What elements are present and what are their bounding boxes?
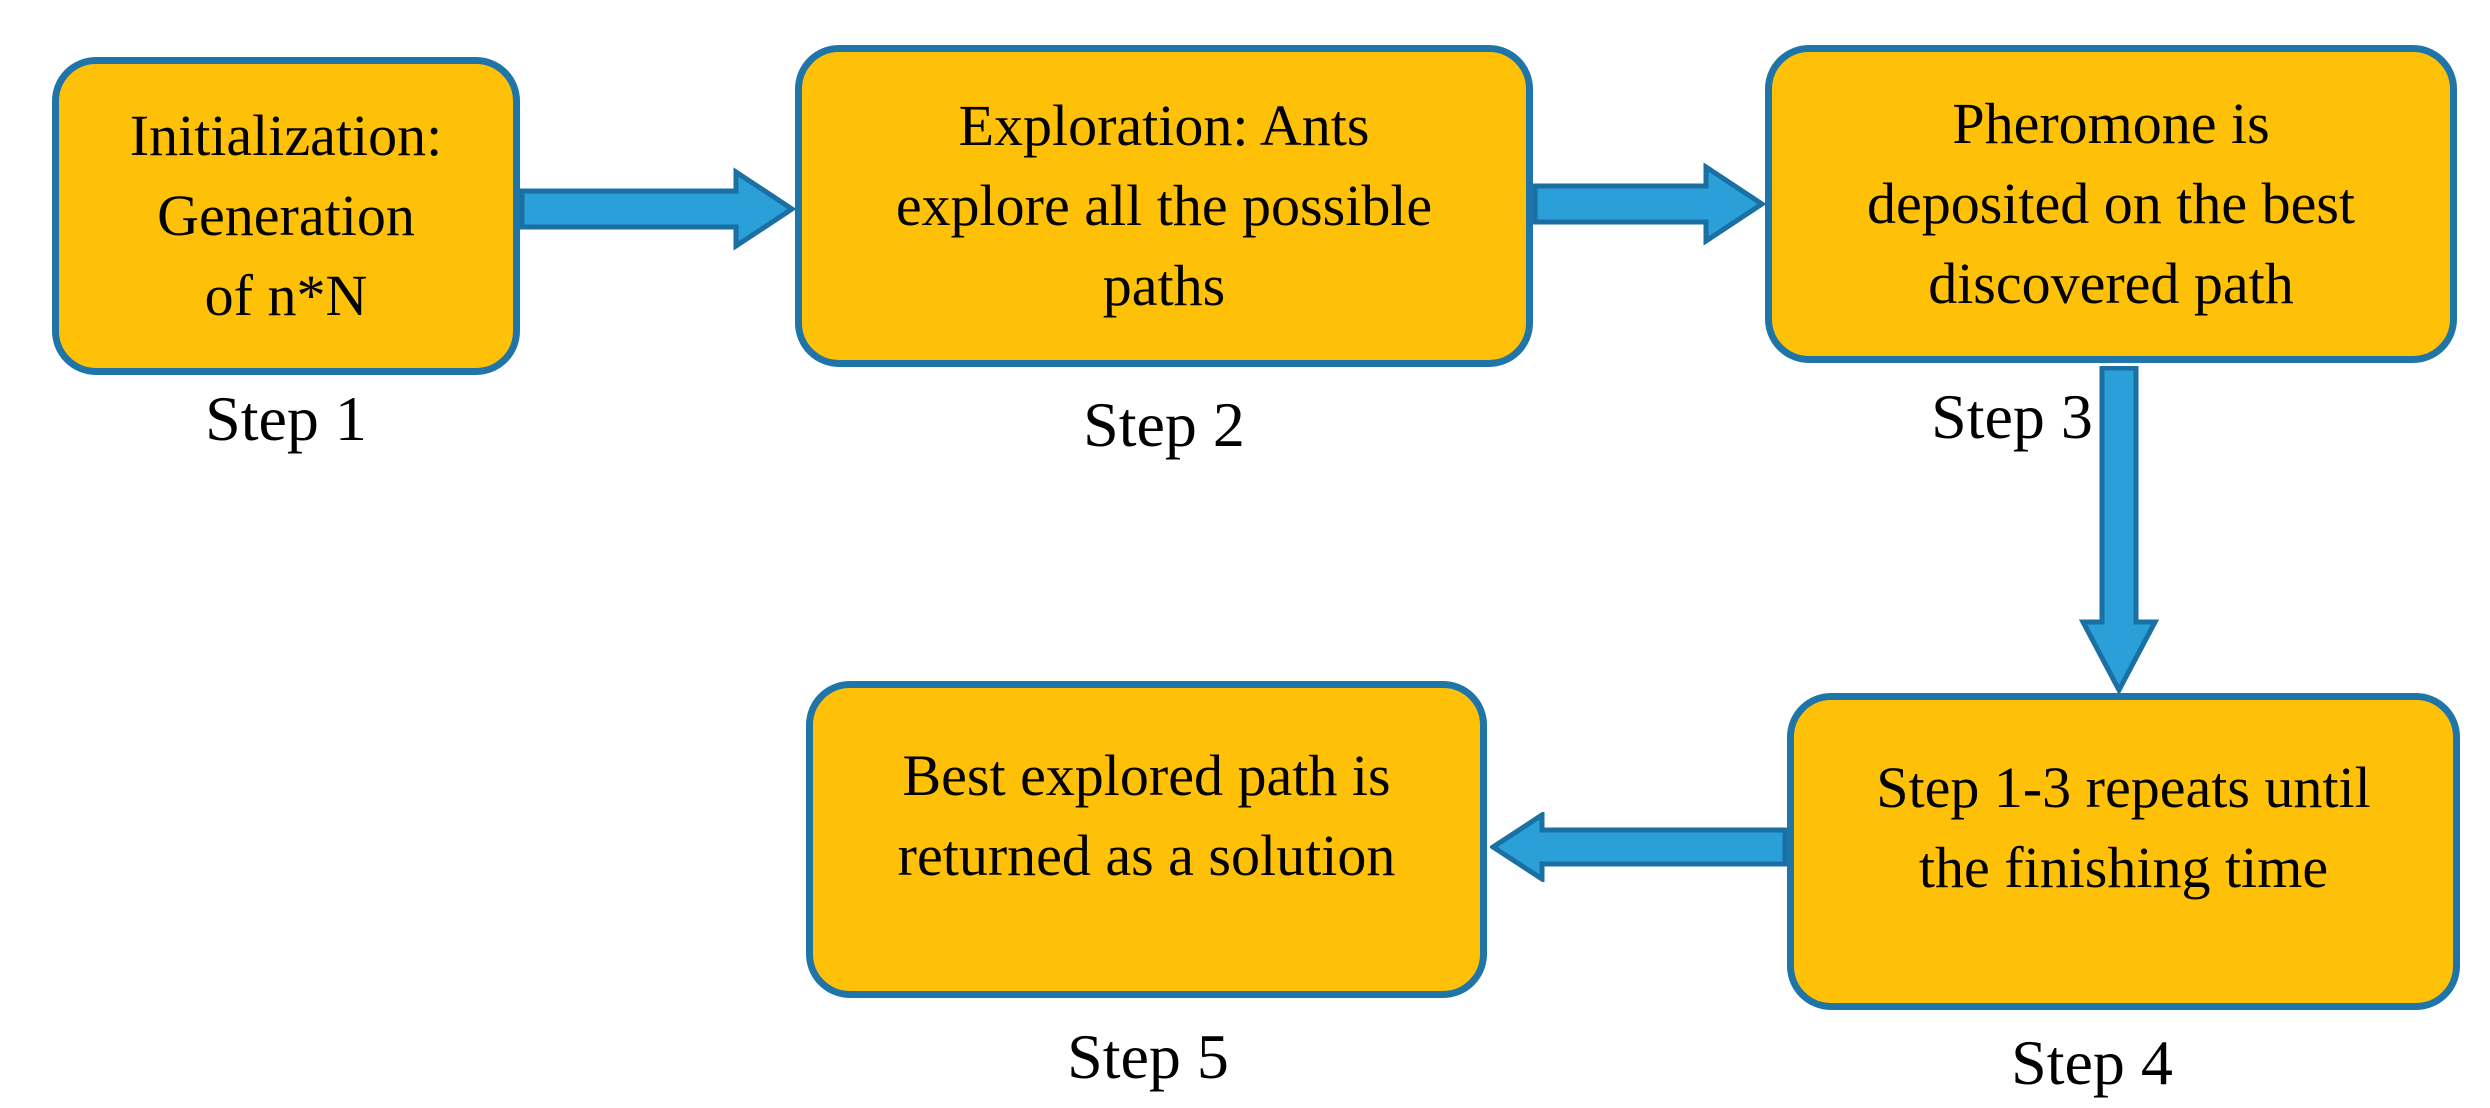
arrow-down-icon bbox=[2078, 366, 2160, 693]
flow-node-step5-text: Best explored path is returned as a solu… bbox=[897, 743, 1396, 889]
flow-node-step4: Step 1-3 repeats until the finishing tim… bbox=[1787, 693, 2460, 1010]
flow-node-step5: Best explored path is returned as a solu… bbox=[806, 681, 1487, 998]
arrow-right-icon bbox=[520, 167, 795, 251]
connector-step4-step5 bbox=[1490, 812, 1787, 882]
step-label-4: Step 4 bbox=[2011, 1027, 2173, 1098]
flow-node-step2-text: Exploration: Ants explore all the possib… bbox=[895, 92, 1433, 319]
connector-step3-step4 bbox=[2077, 366, 2161, 693]
step-label-5: Step 5 bbox=[1067, 1021, 1229, 1092]
flow-node-step4-text: Step 1-3 repeats until the finishing tim… bbox=[1876, 755, 2371, 901]
step-label-1: Step 1 bbox=[205, 383, 367, 454]
step-label-3: Step 3 bbox=[1931, 381, 2093, 452]
flow-node-step1: Initialization: Generation of n*N bbox=[52, 57, 520, 375]
arrow-left-icon bbox=[1490, 812, 1787, 882]
step-label-2: Step 2 bbox=[1083, 389, 1245, 460]
flow-node-step1-text: Initialization: Generation of n*N bbox=[129, 102, 443, 329]
flow-node-step2: Exploration: Ants explore all the possib… bbox=[795, 45, 1533, 367]
connector-step1-step2 bbox=[520, 167, 795, 251]
flow-node-step3-text: Pheromone is deposited on the best disco… bbox=[1866, 90, 2356, 317]
connector-step2-step3 bbox=[1533, 162, 1765, 246]
arrow-right-icon bbox=[1533, 162, 1765, 246]
flow-node-step3: Pheromone is deposited on the best disco… bbox=[1765, 45, 2457, 363]
